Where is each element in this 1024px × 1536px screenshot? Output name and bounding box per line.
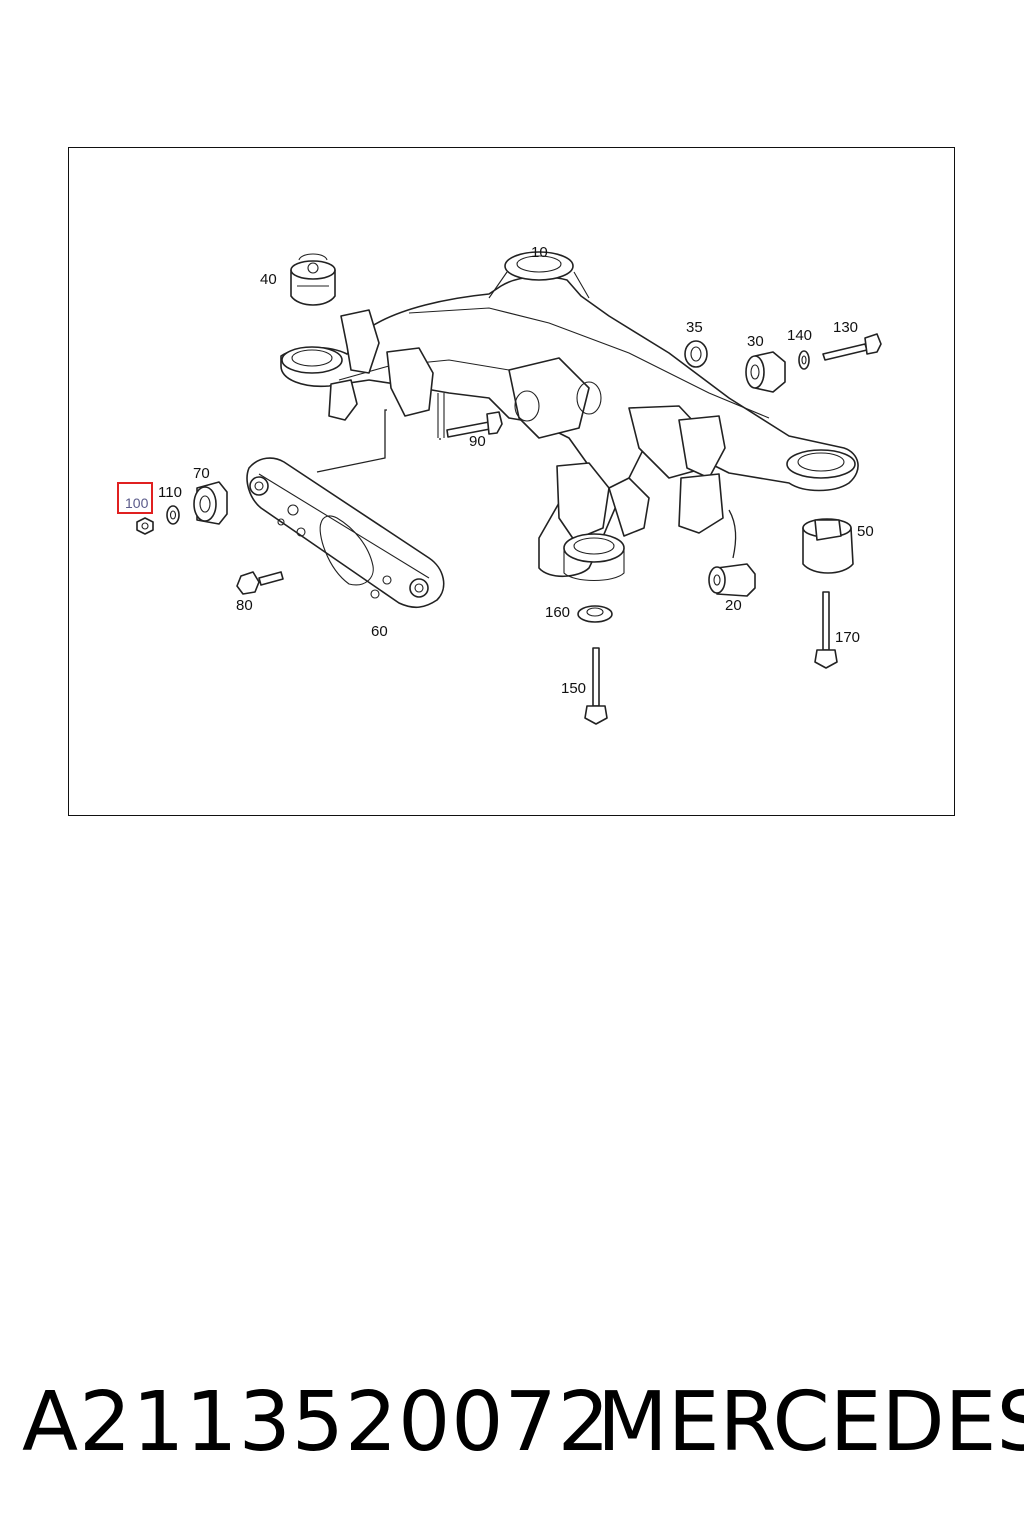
bolt-80 [236,571,284,595]
washer-110 [166,505,180,525]
rear-subframe [280,251,859,581]
nut-100 [136,517,154,535]
bolt-150 [584,647,608,725]
callout-90: 90 [469,433,486,450]
bolt-170 [814,591,838,669]
bushing-70 [193,481,228,525]
callout-40: 40 [260,271,277,288]
callout-80: 80 [236,597,253,614]
callout-50: 50 [857,523,874,540]
callout-20: 20 [725,597,742,614]
mount-50 [802,518,854,574]
callout-100: 100 [125,495,149,511]
exploded-parts-diagram: 10 20 30 35 40 50 60 70 80 90 100 110 13… [117,244,882,725]
callout-60: 60 [371,623,388,640]
cover-plate-60 [246,409,445,609]
brand-label: MERCEDES [597,1375,1024,1470]
callout-140: 140 [787,327,812,344]
callout-110: 110 [158,484,182,501]
callout-70: 70 [193,465,210,482]
bolt-90 [439,411,503,440]
parts-diagram-frame: 10 20 30 35 40 50 60 70 80 90 100 110 13… [68,147,955,816]
callout-30: 30 [747,333,764,350]
bushing-30 [745,351,786,393]
callout-170: 170 [835,629,860,646]
washer-35 [684,340,708,368]
mount-40 [290,253,336,306]
highlight-box-100 [117,482,153,514]
callout-130: 130 [833,319,858,336]
bushing-20 [708,509,756,597]
callout-160: 160 [545,604,570,621]
callout-10: 10 [531,244,548,261]
callout-35: 35 [686,319,703,336]
bolt-130 [822,333,882,361]
callout-150: 150 [561,680,586,697]
washer-160 [577,605,613,623]
washer-140 [798,350,810,370]
caption-bar: A2113520072 MERCEDES [0,1368,1024,1478]
part-number-label: A2113520072 [22,1375,611,1470]
